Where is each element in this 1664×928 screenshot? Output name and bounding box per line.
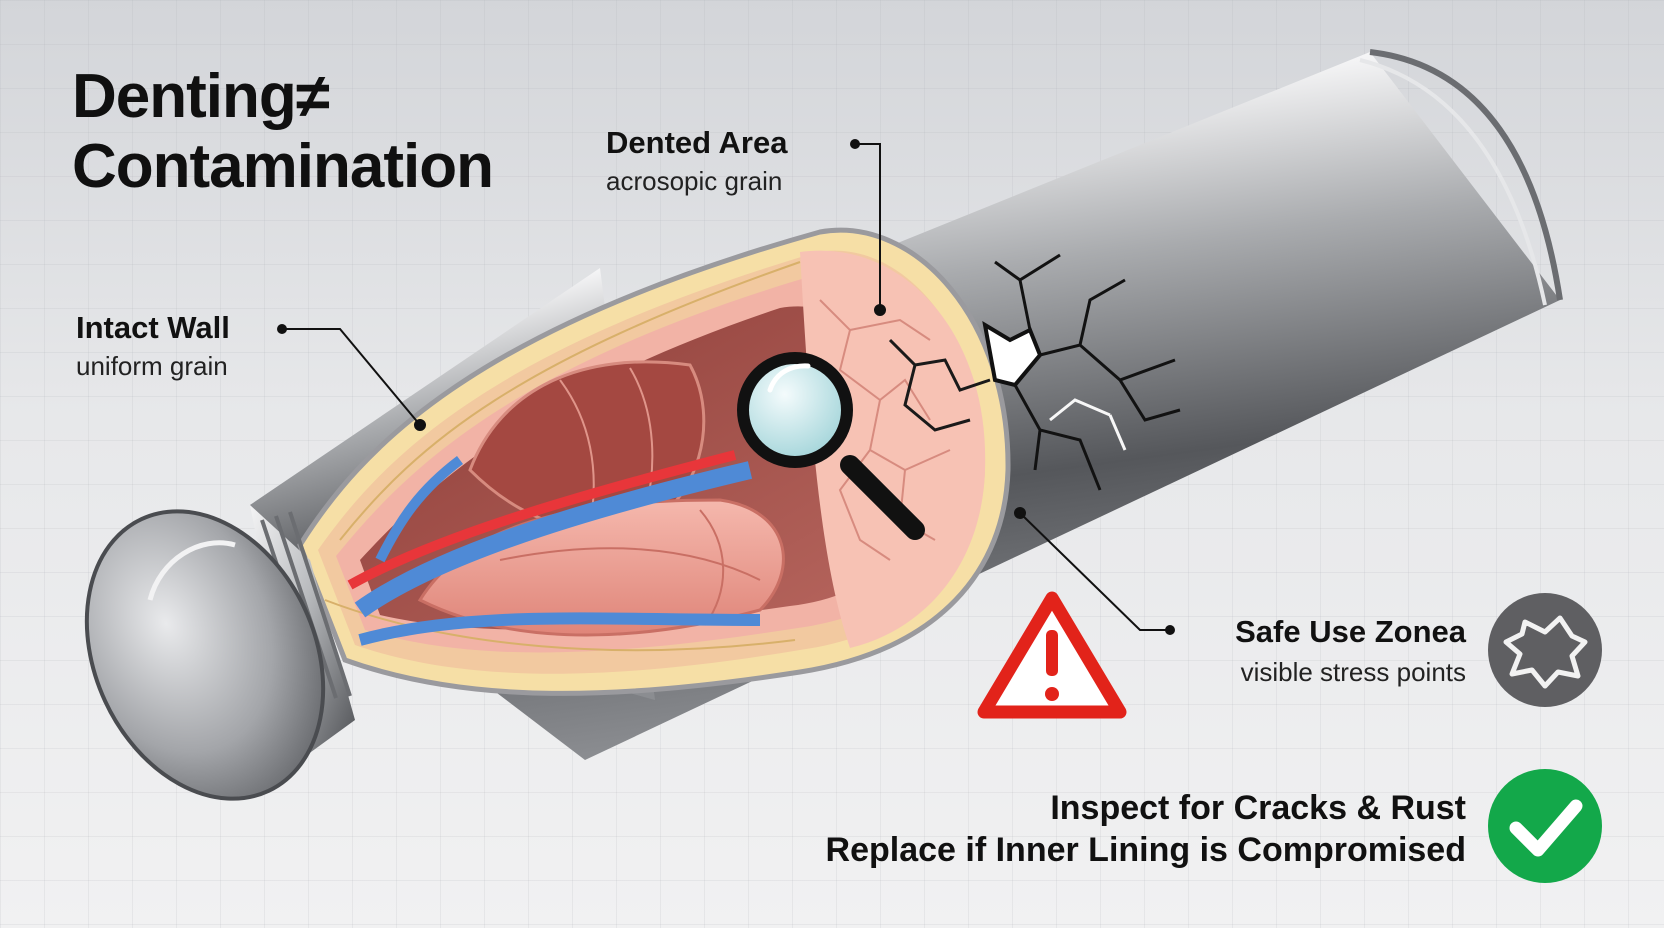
- safe-use-zone-sub: visible stress points: [1240, 657, 1466, 687]
- magnifier-icon: [737, 352, 925, 540]
- safe-zone-dot: [1165, 625, 1175, 635]
- vein-2: [358, 612, 761, 646]
- check-circle-icon: [1488, 769, 1602, 883]
- vein-3: [375, 456, 464, 563]
- page-title: Denting≠ Contamination: [72, 62, 494, 202]
- leader-lines: [277, 139, 1175, 635]
- stress-badge-icon: [1488, 593, 1602, 707]
- crack-damage: [982, 253, 1181, 491]
- dented-area-tissue: [800, 250, 991, 648]
- vein-1: [354, 461, 753, 618]
- warning-triangle-icon: [977, 591, 1127, 719]
- step-replace: Replace if Inner Lining is Compromised: [825, 831, 1466, 869]
- artery: [347, 450, 737, 590]
- intact-wall-sub: uniform grain: [76, 351, 228, 381]
- title-line-2: Contamination: [72, 132, 494, 201]
- inspection-steps: Inspect for Cracks & Rust Replace if Inn…: [826, 787, 1466, 871]
- title-line-1: Denting≠: [72, 62, 330, 131]
- intact-wall-label: Intact Wall: [76, 310, 230, 345]
- threaded-cap: [84, 505, 355, 801]
- cap-face: [84, 509, 326, 801]
- step-inspect: Inspect for Cracks & Rust: [1050, 789, 1466, 827]
- safe-use-zone-label: Safe Use Zonea: [1235, 614, 1466, 649]
- dented-area-label: Dented Area: [606, 125, 788, 160]
- blood-vessels: [347, 450, 761, 646]
- dented-area-sub: acrosopic grain: [606, 166, 783, 196]
